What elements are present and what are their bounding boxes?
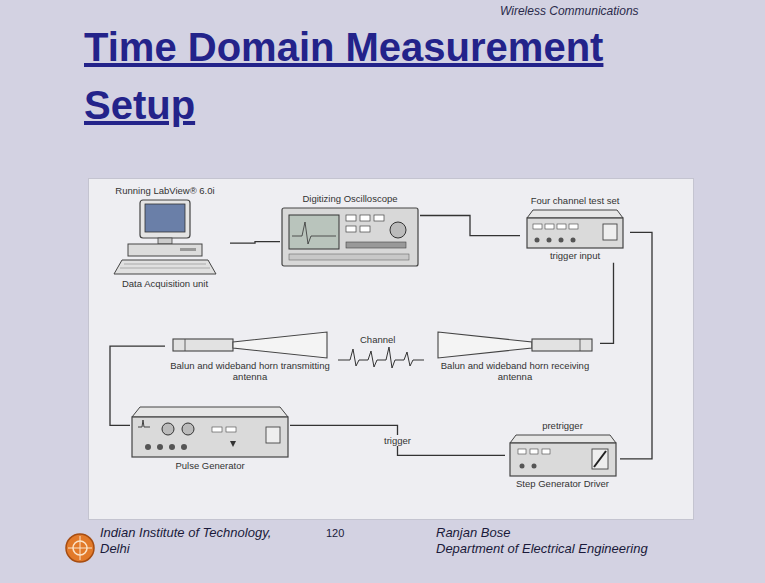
page-number: 120: [326, 527, 344, 540]
test-set: Four channel test set trigger input: [520, 195, 630, 263]
cable: [230, 242, 280, 244]
transmit-antenna: Balun and wideband horn transmitting ant…: [165, 330, 335, 384]
channel-label: Channel: [360, 334, 395, 345]
pulse-illustration: [130, 405, 290, 460]
author-name: Ranjan Bose: [436, 525, 510, 541]
device-label: pretrigger: [542, 420, 583, 433]
device-label: Balun and wideband horn transmitting ant…: [165, 360, 335, 384]
cable-line: [290, 425, 505, 455]
device-label: Digitizing Oscilloscope: [302, 193, 397, 206]
device-label: Running LabView® 6.0i: [115, 185, 214, 198]
edge-label: trigger: [382, 435, 413, 446]
testset-illustration: [525, 208, 625, 250]
device-label: Step Generator Driver: [516, 478, 609, 491]
department-name: Department of Electrical Engineering: [436, 541, 648, 557]
cable-line: [420, 215, 520, 235]
oscilloscope: Digitizing Oscilloscope: [280, 193, 420, 268]
cable-line: [230, 242, 280, 244]
cable: [600, 263, 614, 344]
pulse-generator: Pulse Generator: [130, 405, 290, 473]
device-label: Four channel test set: [531, 195, 620, 208]
pc-illustration: [110, 198, 220, 278]
receive-antenna: Balun and wideband horn receiving antenn…: [430, 330, 600, 384]
scope-illustration: [280, 206, 420, 268]
txant-illustration: [165, 330, 335, 360]
computer-unit: Running LabView® 6.0iData Acquisition un…: [100, 185, 230, 291]
header-note: Wireless Communications: [500, 4, 639, 18]
device-label: trigger input: [550, 250, 600, 263]
cable-line: [620, 232, 652, 459]
rxant-illustration: [430, 330, 600, 360]
slide-title: Time Domain Measurement Setup: [84, 18, 694, 134]
cable: [290, 425, 505, 455]
device-label: Data Acquisition unit: [122, 278, 208, 291]
step-illustration: [508, 433, 618, 478]
device-label: Balun and wideband horn receiving antenn…: [430, 360, 600, 384]
device-label: Pulse Generator: [175, 460, 244, 473]
institute-name: Indian Institute of Technology, Delhi: [100, 525, 275, 556]
cable-line: [600, 263, 614, 344]
cable: [620, 232, 652, 459]
cable: [420, 215, 520, 235]
step-generator: pretriggerStep Generator Driver: [505, 420, 620, 491]
